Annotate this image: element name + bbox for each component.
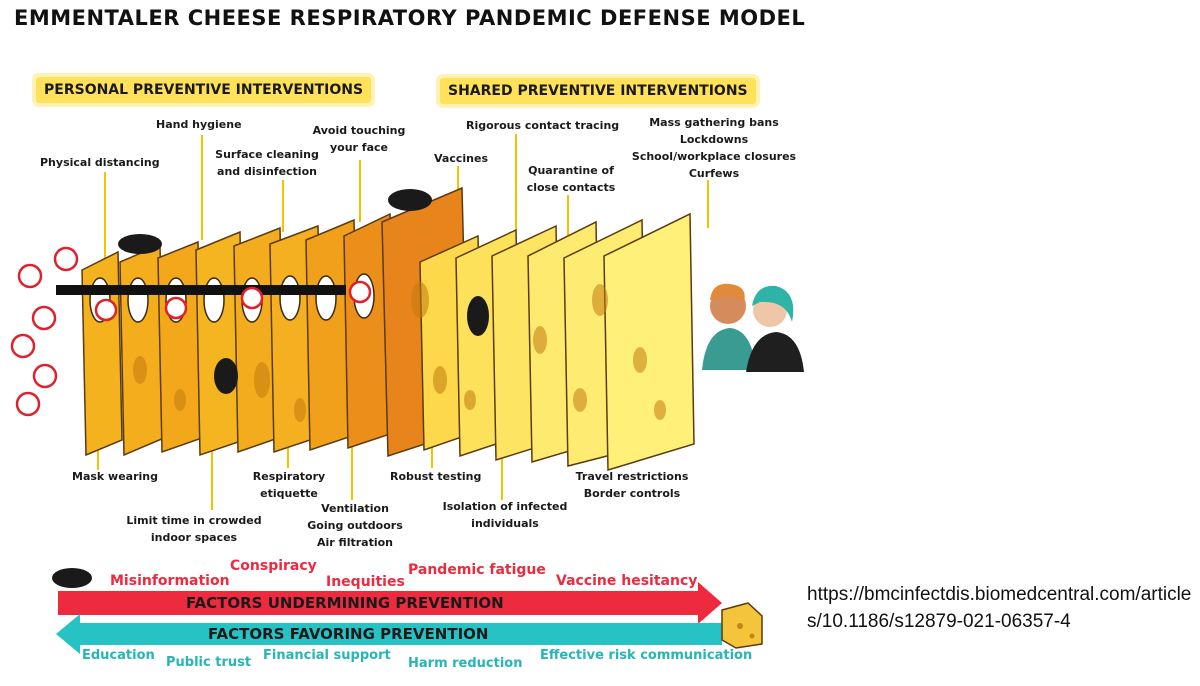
virus-path-bar (56, 285, 346, 295)
cheese-slice-3 (157, 240, 203, 454)
label-avoid-touching-face: Avoid touching your face (312, 124, 406, 154)
citation-link[interactable]: https://bmcinfectdis.biomedcentral.com/a… (807, 584, 1192, 632)
cheese-slice-2 (119, 243, 165, 457)
label-isolation: Isolation of infected individuals (442, 500, 568, 530)
factor-education: Education (82, 648, 155, 663)
label-physical-distancing: Physical distancing (40, 156, 160, 169)
undermining-arrow (58, 582, 722, 624)
favoring-arrow (56, 614, 722, 654)
factor-pandemic-fatigue: Pandemic fatigue (408, 562, 546, 578)
rat-4 (467, 296, 489, 336)
label-mass-gathering: Mass gathering bans Lockdowns School/wor… (631, 116, 797, 180)
label-quarantine: Quarantine of close contacts (526, 164, 616, 194)
label-robust-testing: Robust testing (390, 470, 482, 483)
label-limit-time: Limit time in crowded indoor spaces (126, 514, 262, 544)
factor-harm-reduction: Harm reduction (408, 656, 523, 671)
label-surface-cleaning: Surface cleaning and disinfection (215, 148, 319, 178)
label-ventilation: Ventilation Going outdoors Air filtratio… (307, 502, 403, 549)
factor-conspiracy: Conspiracy (230, 558, 317, 574)
factor-financial-support: Financial support (263, 648, 391, 663)
rats (52, 189, 489, 588)
virus-particles (10, 246, 372, 417)
cheese-texture-holes (133, 282, 666, 422)
rat-2 (214, 358, 238, 394)
label-respiratory-etiquette: Respiratory etiquette (252, 470, 326, 500)
factor-vaccine-hesitancy: Vaccine hesitancy (556, 573, 698, 589)
undermining-title: FACTORS UNDERMINING PREVENTION (186, 594, 504, 612)
rat-5 (52, 568, 92, 588)
cheese-slices (81, 186, 695, 472)
label-hand-hygiene: Hand hygiene (156, 118, 242, 131)
people-illustration (702, 283, 804, 372)
label-vaccines: Vaccines (434, 152, 488, 165)
page-title: EMMENTALER CHEESE RESPIRATORY PANDEMIC D… (14, 6, 806, 30)
favoring-title: FACTORS FAVORING PREVENTION (208, 625, 489, 643)
label-mask-wearing: Mask wearing (72, 470, 159, 483)
cheese-slice-14 (603, 212, 695, 472)
factor-inequities: Inequities (326, 574, 405, 590)
rat-3 (388, 189, 432, 211)
cheese-block-icon (721, 602, 763, 649)
factor-public-trust: Public trust (166, 655, 252, 670)
personal-interventions-banner: PERSONAL PREVENTIVE INTERVENTIONS (36, 77, 372, 103)
rat-1 (118, 234, 162, 254)
factor-effective-risk-communication: Effective risk communication (540, 648, 753, 663)
label-travel-restrictions: Travel restrictions Border controls (575, 470, 689, 500)
label-contact-tracing: Rigorous contact tracing (466, 119, 620, 132)
shared-interventions-banner: SHARED PREVENTIVE INTERVENTIONS (440, 78, 756, 104)
factor-misinformation: Misinformation (110, 573, 230, 589)
